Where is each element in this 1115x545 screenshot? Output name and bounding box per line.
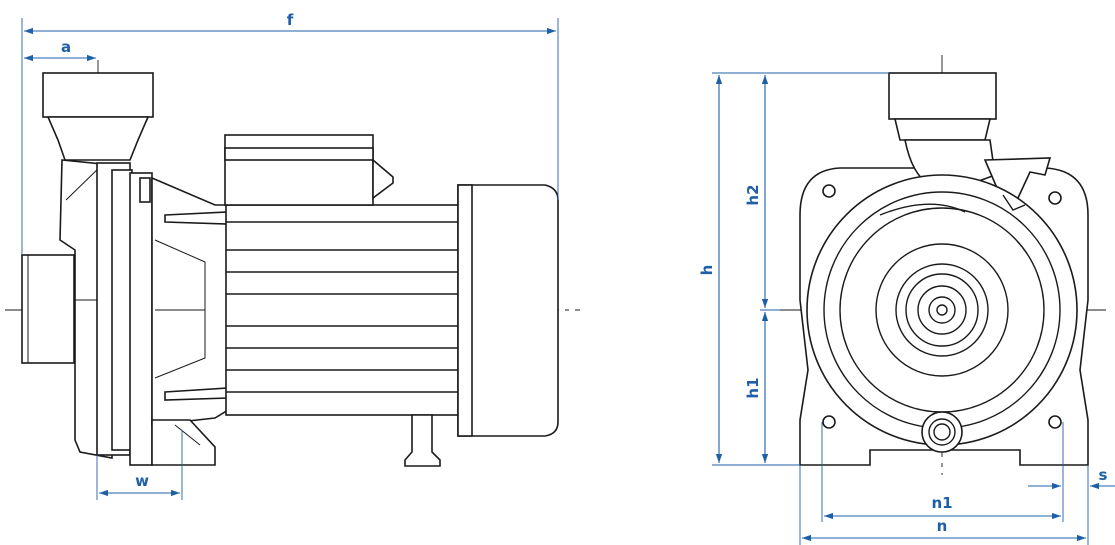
- label-w: w: [135, 472, 149, 490]
- cable-gland: [372, 158, 394, 200]
- label-f: f: [287, 11, 294, 29]
- label-h: h: [698, 265, 716, 276]
- motor-cooling-fins: [226, 221, 460, 393]
- bracket-foot: [151, 419, 216, 466]
- label-n: n: [937, 517, 948, 535]
- drain-plug: [921, 411, 963, 453]
- label-h2: h2: [744, 184, 762, 205]
- inlet-flange: [21, 254, 75, 364]
- bolt-hole-bottom-left: [822, 415, 836, 429]
- outlet-flange: [42, 72, 154, 118]
- dimension-lines: f a w h h2 h1 n1 n s: [21, 11, 1115, 545]
- label-n1: n1: [931, 494, 952, 512]
- pump-front-view: [780, 55, 1112, 475]
- motor-foot: [404, 414, 441, 467]
- fan-cover: [457, 184, 559, 437]
- label-s: s: [1099, 466, 1108, 484]
- bolt-hole-top-left: [822, 184, 836, 198]
- bolt-hole-bottom-right: [1048, 415, 1062, 429]
- outlet-neck: [46, 116, 150, 161]
- front-outlet-flange: [888, 72, 997, 120]
- pump-side-view: [5, 60, 580, 467]
- terminal-box: [224, 134, 374, 206]
- label-a: a: [61, 38, 71, 56]
- motor-body: [225, 204, 461, 416]
- bolt-hole-top-right: [1048, 191, 1062, 205]
- label-h1: h1: [744, 377, 762, 398]
